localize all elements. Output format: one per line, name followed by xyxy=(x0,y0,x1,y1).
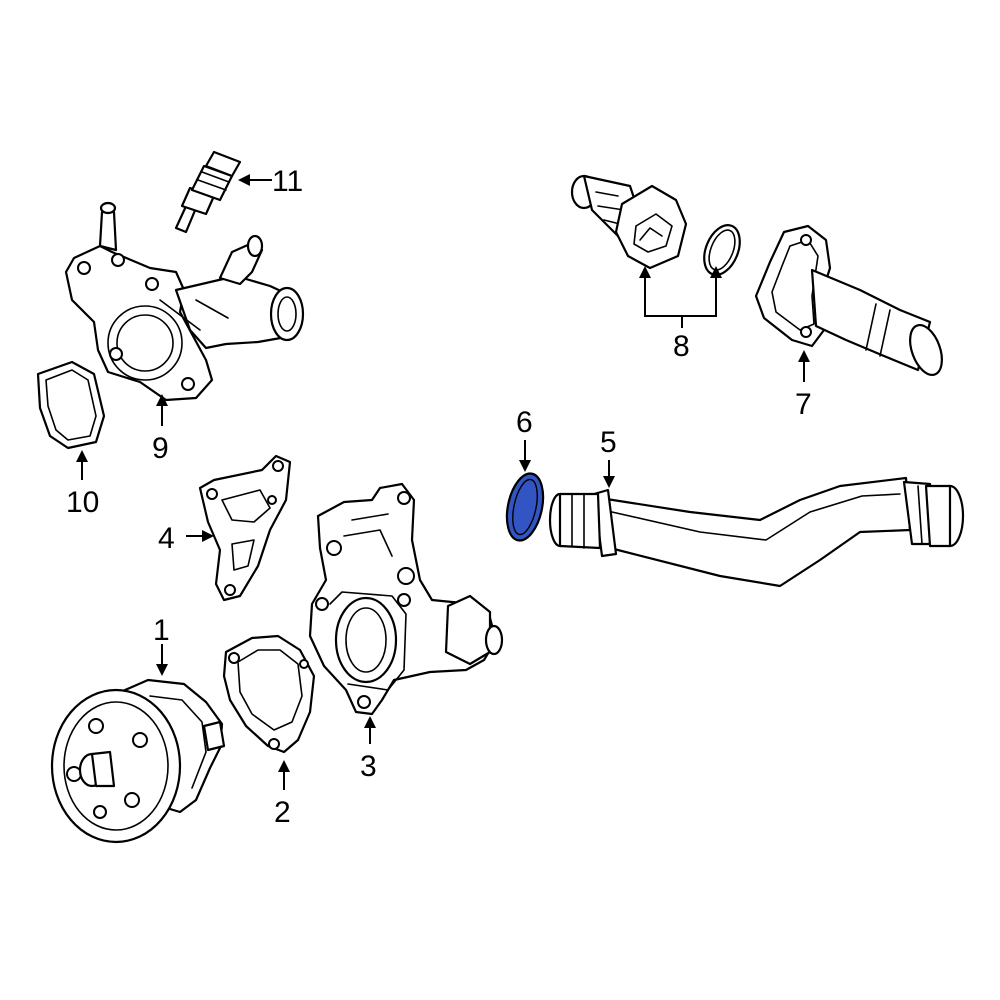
part-8-thermostat[interactable] xyxy=(570,174,688,270)
callout-9: 9 xyxy=(152,432,169,465)
callout-8: 8 xyxy=(673,330,690,363)
callout-3: 3 xyxy=(360,750,377,783)
part-3-inlet-housing[interactable] xyxy=(308,482,504,716)
part-10-gasket[interactable] xyxy=(36,360,106,450)
callout-1: 1 xyxy=(153,614,170,647)
callout-5: 5 xyxy=(600,426,617,459)
callout-11: 11 xyxy=(272,165,303,198)
part-5-water-pipe[interactable] xyxy=(548,476,965,588)
callout-2: 2 xyxy=(274,796,291,829)
callout-10: 10 xyxy=(66,486,99,519)
part-4-gasket[interactable] xyxy=(198,454,292,602)
part-6-o-ring[interactable] xyxy=(501,470,548,544)
part-9-water-outlet[interactable] xyxy=(64,201,305,402)
part-7-thermostat-cover[interactable] xyxy=(754,224,948,379)
part-2-gasket[interactable] xyxy=(222,634,316,754)
part-1-water-pump[interactable] xyxy=(50,678,226,844)
part-11-temperature-sensor[interactable] xyxy=(174,150,242,234)
callout-4: 4 xyxy=(158,522,175,555)
callout-6: 6 xyxy=(516,406,533,439)
callout-7: 7 xyxy=(795,388,812,421)
callout-labels: 11 9 10 8 7 6 5 4 1 3 2 xyxy=(66,165,812,829)
part-8-o-ring[interactable] xyxy=(697,220,746,280)
leader-lines xyxy=(76,174,810,790)
